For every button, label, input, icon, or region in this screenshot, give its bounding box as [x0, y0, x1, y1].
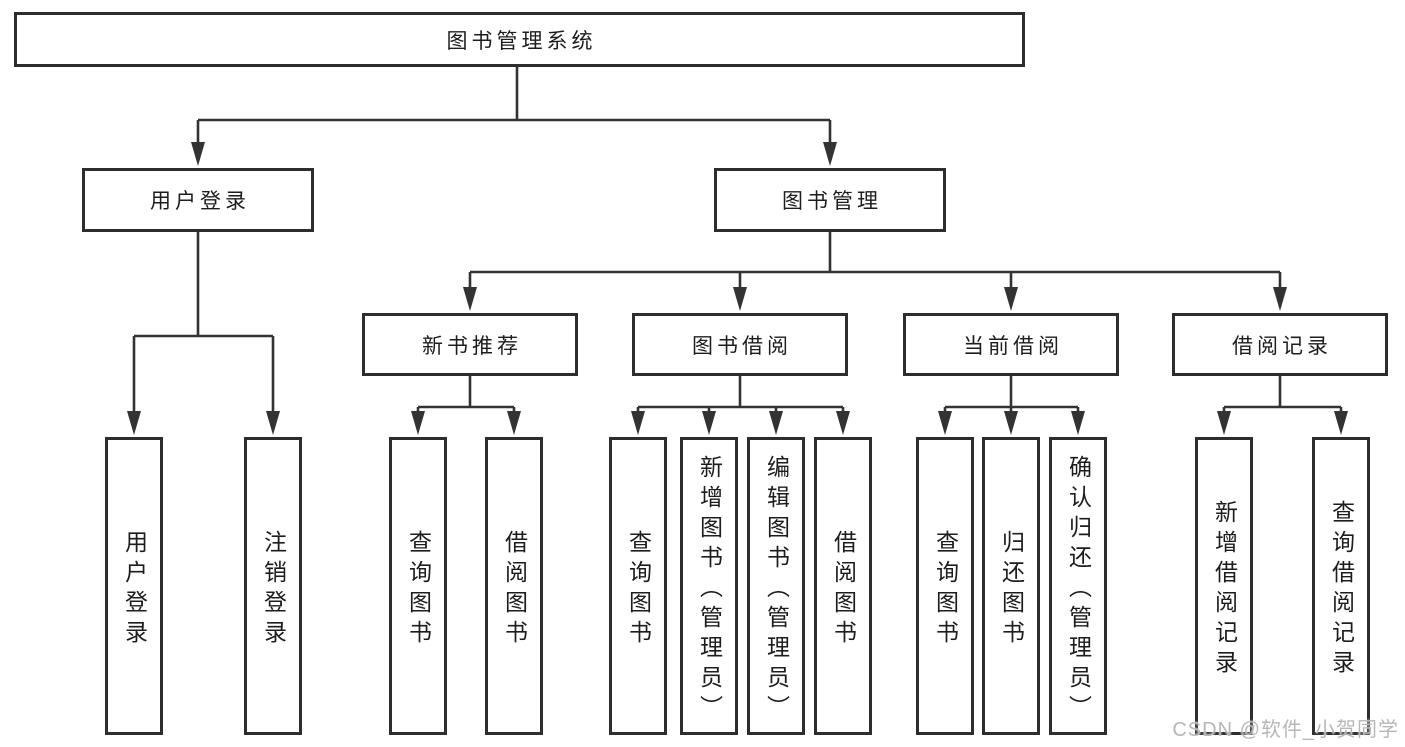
node-label: 图书管理系统 — [446, 29, 597, 53]
leaf-edit-books-admin: 编辑图书（管理员） — [747, 437, 805, 735]
node-label: 注销登录 — [260, 529, 287, 650]
node-user-login: 用户登录 — [82, 168, 314, 232]
node-label: 归还图书 — [998, 529, 1025, 650]
leaf-query-borrow-record: 查询借阅记录 — [1312, 437, 1370, 735]
leaf-query-books-recommend: 查询图书 — [389, 437, 447, 735]
leaf-add-books-admin: 新增图书（管理员） — [680, 437, 738, 735]
node-label: 用户登录 — [150, 190, 250, 213]
node-new-book-recommendation: 新书推荐 — [362, 313, 578, 376]
node-label: 查询借阅记录 — [1328, 499, 1355, 680]
node-label: 借阅记录 — [1232, 334, 1332, 358]
node-label: 新增图书（管理员） — [696, 454, 723, 725]
node-label: 确认归还（管理员） — [1065, 454, 1092, 725]
node-label: 图书借阅 — [692, 334, 792, 358]
node-label: 图书管理 — [782, 190, 882, 213]
node-label: 当前借阅 — [963, 334, 1063, 358]
leaf-add-borrow-record: 新增借阅记录 — [1195, 437, 1253, 735]
leaf-query-books-borrowing: 查询图书 — [609, 437, 667, 735]
node-label: 借阅图书 — [501, 529, 528, 650]
node-label: 用户登录 — [121, 529, 148, 650]
node-label: 查询图书 — [625, 529, 652, 650]
leaf-user-login: 用户登录 — [105, 437, 163, 735]
node-label: 新增借阅记录 — [1211, 499, 1238, 680]
node-label: 查询图书 — [932, 529, 959, 650]
leaf-borrow-books-borrowing: 借阅图书 — [814, 437, 872, 735]
node-label: 查询图书 — [405, 529, 432, 650]
node-current-borrowing: 当前借阅 — [903, 313, 1119, 376]
node-label: 新书推荐 — [422, 334, 522, 358]
arrowhead-icons — [127, 142, 1348, 435]
node-label: 借阅图书 — [830, 529, 857, 650]
leaf-return-books: 归还图书 — [982, 437, 1040, 735]
leaf-confirm-return-admin: 确认归还（管理员） — [1049, 437, 1107, 735]
node-book-borrowing: 图书借阅 — [632, 313, 848, 376]
leaf-logout-login: 注销登录 — [244, 437, 302, 735]
leaf-query-books-current: 查询图书 — [916, 437, 974, 735]
node-library-management-system: 图书管理系统 — [14, 12, 1025, 67]
leaf-borrow-books-recommend: 借阅图书 — [485, 437, 543, 735]
node-label: 编辑图书（管理员） — [763, 454, 790, 725]
node-book-management: 图书管理 — [714, 168, 946, 232]
csdn-watermark: CSDN @软件_小贺同学 — [1172, 719, 1399, 741]
node-borrowing-records: 借阅记录 — [1172, 313, 1388, 376]
